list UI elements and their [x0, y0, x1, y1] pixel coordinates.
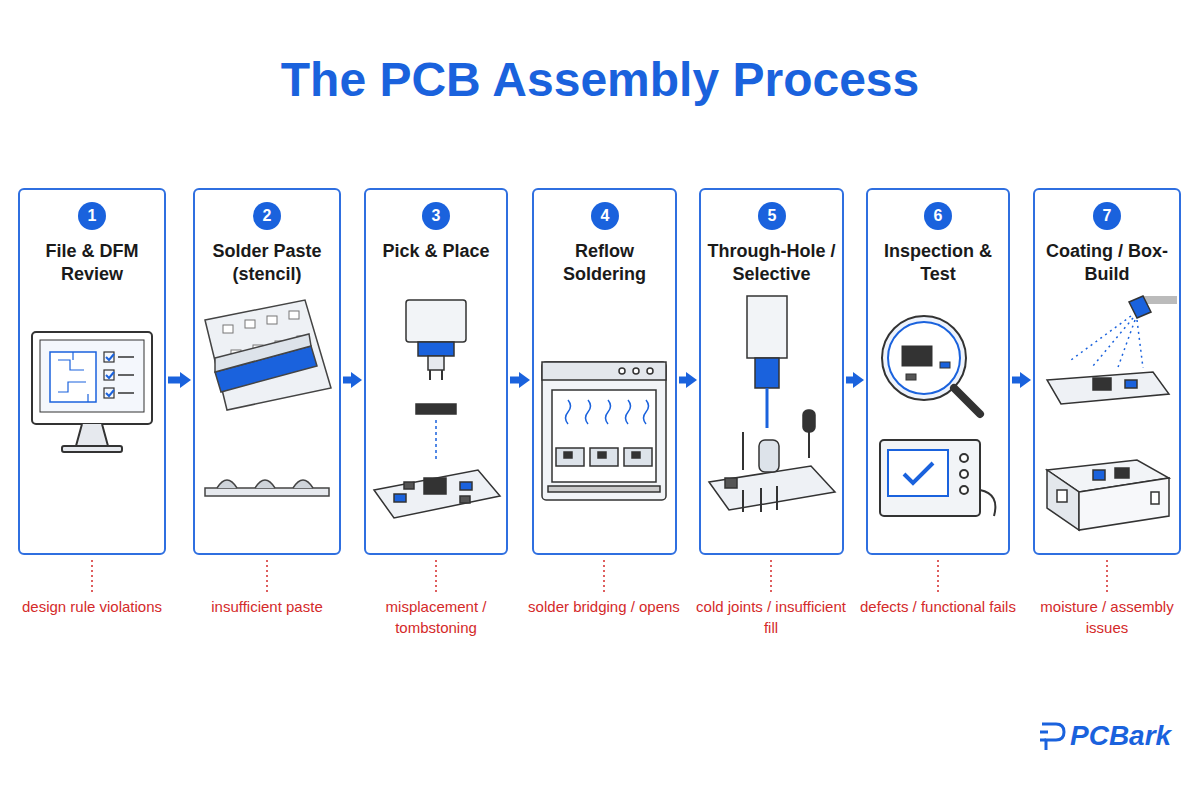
inspection-icon	[880, 316, 995, 516]
step-number: 1	[78, 202, 106, 230]
step-title: Solder Paste (stencil)	[195, 240, 339, 286]
callout-number: 2	[253, 202, 281, 230]
coating-icon	[1047, 296, 1177, 530]
step-number: 5	[758, 202, 786, 230]
problem-note: defects / functional fails	[860, 596, 1016, 617]
callout-number: 5	[758, 202, 786, 230]
process-box: Through-Hole / Selective 5	[699, 188, 844, 555]
callout-number: 7	[1093, 202, 1121, 230]
step-title: Pick & Place	[366, 240, 506, 263]
monitor-icon	[32, 332, 152, 452]
process-box: Coating / Box-Build 7	[1033, 188, 1181, 555]
problem-note: solder bridging / opens	[526, 596, 682, 617]
problem-note: moisture / assembly issues	[1029, 596, 1185, 638]
callout-number: 3	[422, 202, 450, 230]
step-title: Through-Hole / Selective	[701, 240, 842, 286]
flow-arrow	[846, 372, 864, 388]
pick-place-icon	[374, 300, 500, 518]
step-title: File & DFM Review	[20, 240, 164, 286]
step-title: Coating / Box-Build	[1035, 240, 1179, 286]
process-box: Solder Paste (stencil) 2	[193, 188, 341, 555]
step-title: Inspection & Test	[868, 240, 1008, 286]
brand-logo: PCBark	[1070, 720, 1171, 752]
process-box: File & DFM Review 1	[18, 188, 166, 555]
problem-note: insufficient paste	[189, 596, 345, 617]
logo-mark	[1040, 724, 1064, 750]
step-title: Reflow Soldering	[534, 240, 675, 286]
page-title: The PCB Assembly Process	[0, 52, 1200, 107]
problem-note: misplacement / tombstoning	[358, 596, 514, 638]
selective-solder-icon	[709, 296, 835, 512]
problem-note: design rule violations	[14, 596, 170, 617]
step-number: 4	[591, 202, 619, 230]
flow-arrow	[168, 372, 191, 388]
callout-number: 6	[924, 202, 952, 230]
callout-number: 1	[78, 202, 106, 230]
process-box: Pick & Place 3	[364, 188, 508, 555]
flow-arrow	[679, 372, 697, 388]
stencil-icon	[205, 300, 331, 496]
step-number: 6	[924, 202, 952, 230]
process-box: Reflow Soldering 4	[532, 188, 677, 555]
flow-arrow	[1012, 372, 1031, 388]
problem-note: cold joints / insufficient fill	[693, 596, 849, 638]
callout-number: 4	[591, 202, 619, 230]
leader-lines	[92, 560, 1107, 592]
oven-icon	[542, 362, 666, 500]
process-box: Inspection & Test 6	[866, 188, 1010, 555]
flow-arrow	[510, 372, 530, 388]
step-number: 3	[422, 202, 450, 230]
step-number: 2	[253, 202, 281, 230]
step-number: 7	[1093, 202, 1121, 230]
flow-arrow	[343, 372, 362, 388]
